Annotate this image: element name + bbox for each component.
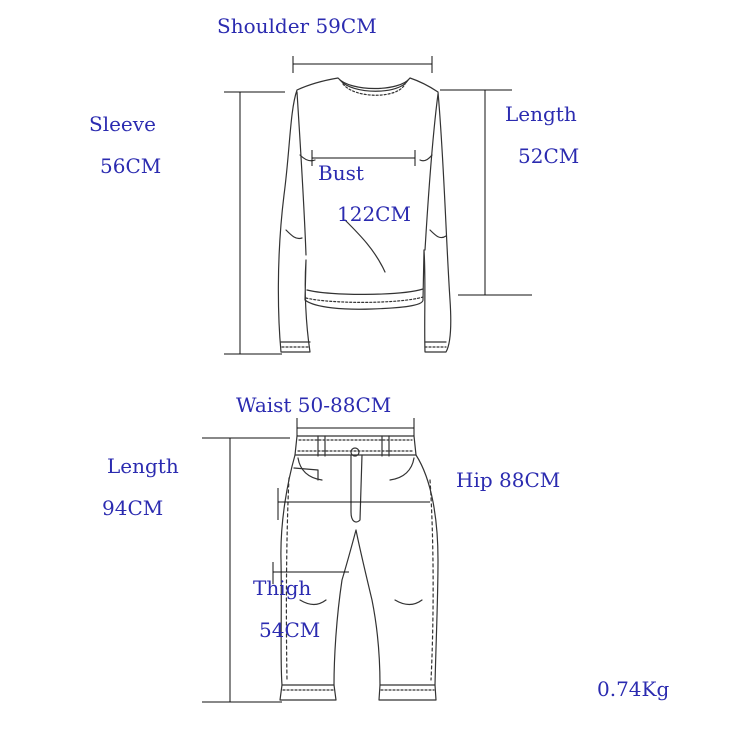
pant-length-label: Length — [107, 454, 179, 478]
bust-value: 122CM — [337, 202, 411, 226]
bust-label: Bust — [318, 161, 364, 185]
hip-label: Hip 88CM — [456, 468, 561, 492]
shoulder-label: Shoulder 59CM — [217, 14, 377, 38]
waist-label: Waist 50-88CM — [236, 393, 392, 417]
sweater-illustration — [277, 77, 452, 353]
jeans-illustration — [279, 435, 439, 701]
pant-length-value: 94CM — [102, 496, 164, 520]
thigh-value: 54CM — [259, 618, 321, 642]
top-length-label: Length — [505, 102, 577, 126]
top-length-value: 52CM — [518, 144, 580, 168]
thigh-label: Thigh — [253, 576, 312, 600]
weight-label: 0.74Kg — [597, 677, 670, 701]
sleeve-value: 56CM — [100, 154, 162, 178]
sleeve-label: Sleeve — [89, 112, 156, 136]
